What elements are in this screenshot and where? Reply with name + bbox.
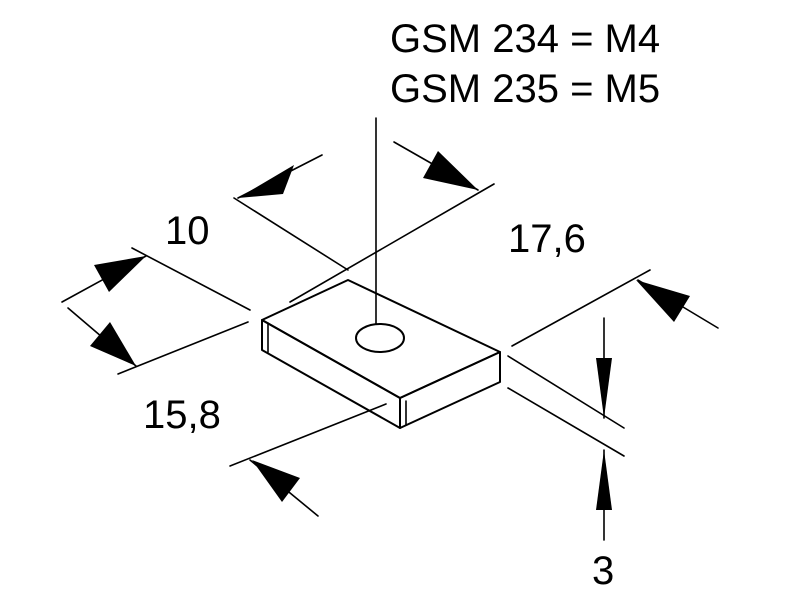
extension-line-15-8b <box>117 321 249 375</box>
arrow-15-8a <box>94 256 146 292</box>
dim-label-3: 3 <box>592 549 614 593</box>
plate-left-side <box>261 319 401 429</box>
dim-label-10: 10 <box>165 209 210 253</box>
dimension-3: 3 <box>507 317 625 593</box>
plate-right-side <box>399 351 501 429</box>
dimension-10: 10 <box>165 154 349 271</box>
arrow-17-6 <box>423 151 478 190</box>
arrow-17-6b <box>636 280 690 322</box>
extension-line-17-6b <box>511 269 651 347</box>
extension-line-3b <box>507 387 625 457</box>
dim-label-15-8: 15,8 <box>143 393 221 437</box>
dimension-17-6: 17,6 <box>289 141 719 347</box>
title-line-1: GSM 234 = M4 <box>390 17 660 61</box>
extension-line-10a <box>233 197 349 271</box>
hole <box>355 323 405 353</box>
extension-line-17-6a <box>289 183 495 303</box>
arrow-3-up <box>596 450 612 510</box>
extension-line-15-8c <box>229 403 387 467</box>
dimension-15-8: 15,8 <box>61 247 387 517</box>
title-line-2: GSM 235 = M5 <box>390 67 660 111</box>
arrow-15-8c <box>252 460 300 502</box>
dim-label-17-6: 17,6 <box>508 217 586 261</box>
plate <box>261 279 501 429</box>
extension-line-15-8a <box>131 247 251 311</box>
arrow-10 <box>238 165 294 198</box>
arrow-3-down <box>596 358 612 418</box>
arrow-15-8b <box>90 322 136 366</box>
